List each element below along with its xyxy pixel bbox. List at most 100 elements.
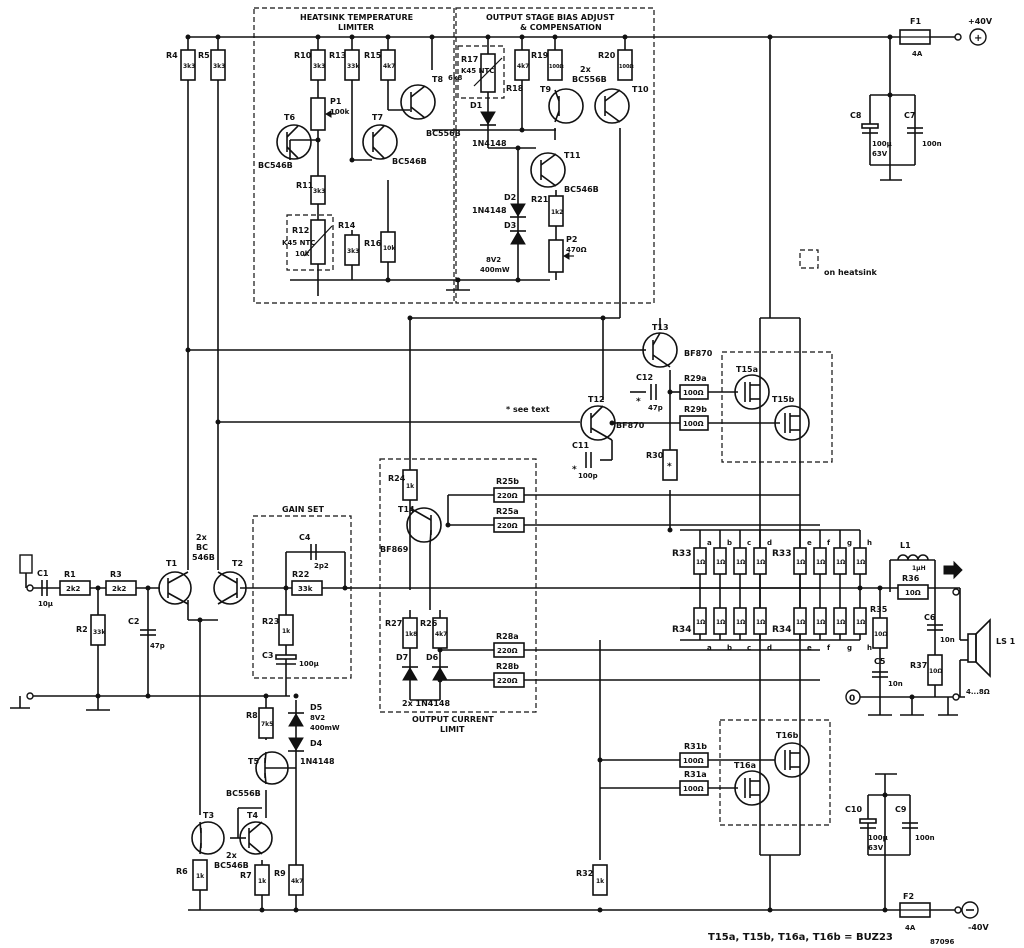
resistor-r24: R24 1k	[388, 469, 418, 501]
svg-text:R31b: R31b	[684, 742, 707, 751]
transistor-t2: T2	[213, 559, 247, 605]
svg-text:63V: 63V	[872, 150, 888, 158]
svg-text:R29b: R29b	[684, 405, 707, 414]
svg-text:T7: T7	[372, 113, 383, 122]
svg-text:P2: P2	[566, 235, 577, 244]
resistor-r3: R3 2k2	[105, 570, 137, 596]
svg-text:4k7: 4k7	[517, 63, 529, 70]
svg-text:T14: T14	[398, 505, 415, 514]
svg-text:1Ω: 1Ω	[796, 619, 805, 626]
svg-text:2x: 2x	[196, 533, 208, 542]
transistor-t3-t4-type: 2x BC546B	[214, 851, 249, 870]
diode-d4: D4 1N4148	[288, 737, 335, 766]
terminal-zero: 0	[845, 689, 861, 705]
resistor-r25a: R25a 220Ω	[493, 507, 525, 533]
svg-text:R24: R24	[388, 474, 406, 483]
svg-text:1µH: 1µH	[912, 565, 926, 572]
svg-text:R9: R9	[274, 869, 286, 878]
resistor-r13: R13 33k	[329, 49, 360, 81]
svg-text:R21: R21	[531, 195, 549, 204]
svg-text:R7: R7	[240, 871, 252, 880]
svg-text:1Ω: 1Ω	[736, 559, 745, 566]
svg-text:8V2: 8V2	[310, 714, 325, 722]
svg-text:R37: R37	[910, 661, 927, 670]
svg-text:T10: T10	[632, 85, 649, 94]
svg-text:R16: R16	[364, 239, 382, 248]
bank-r33-g: 1Ωg	[833, 530, 852, 588]
svg-text:BF869: BF869	[380, 545, 409, 554]
resistor-r32: R32 1k	[576, 864, 608, 896]
svg-text:1Ω: 1Ω	[756, 619, 765, 626]
svg-text:2p2: 2p2	[314, 562, 329, 570]
svg-text:e: e	[807, 539, 812, 547]
transistor-t8: T8 BC556B	[400, 75, 461, 138]
mosfet-t15b: T15b	[772, 395, 810, 441]
svg-text:C4: C4	[299, 533, 311, 542]
svg-text:d: d	[767, 644, 772, 652]
resistor-r26: R26 4k7	[420, 617, 448, 649]
svg-text:f: f	[827, 644, 831, 652]
svg-text:1k2: 1k2	[551, 209, 563, 216]
transistor-t5: T5 BC556B	[226, 751, 296, 798]
resistor-r2: R2 33k	[76, 614, 106, 646]
svg-text:33k: 33k	[298, 585, 313, 593]
svg-text:10k: 10k	[295, 250, 310, 258]
on-heatsink-label: on heatsink	[824, 268, 878, 277]
svg-text:P1: P1	[330, 97, 342, 106]
svg-text:D4: D4	[310, 739, 323, 748]
transistor-t1-t2-type: 2x BC 546B	[192, 533, 215, 562]
svg-text:47p: 47p	[150, 642, 165, 650]
resistor-r10: R10 3k3	[294, 49, 326, 81]
current-limit-title-2: LIMIT	[440, 725, 465, 734]
svg-text:4A: 4A	[912, 50, 923, 58]
transistor-t4: T4	[239, 811, 273, 855]
ground-symbols	[10, 179, 958, 780]
resistor-r31b: R31b 100Ω	[679, 742, 709, 768]
ntc-r17: R17 K45 NTC 6k8	[448, 53, 503, 93]
svg-text:R15: R15	[364, 51, 382, 60]
svg-text:C10: C10	[845, 805, 862, 814]
svg-text:1k: 1k	[196, 873, 205, 880]
svg-text:*: *	[572, 465, 577, 475]
svg-text:33k: 33k	[347, 63, 360, 70]
resistor-r6: R6 1k	[176, 859, 208, 891]
capacitor-c5: C5 10n	[872, 657, 903, 688]
ntc-r12: R12 K45 NTC 10k	[282, 219, 333, 265]
svg-text:6k8: 6k8	[448, 74, 463, 82]
svg-text:10Ω: 10Ω	[874, 631, 887, 638]
svg-text:C1: C1	[37, 569, 49, 578]
gain-set-title: GAIN SET	[282, 505, 324, 514]
svg-text:F1: F1	[910, 17, 921, 26]
svg-text:R14: R14	[338, 221, 356, 230]
svg-text:400mW: 400mW	[310, 724, 340, 732]
drawing-number: 87096	[930, 938, 954, 946]
svg-text:100µ: 100µ	[872, 140, 892, 148]
svg-text:R19: R19	[531, 51, 549, 60]
svg-text:R4: R4	[166, 51, 178, 60]
bank-label-r33-right: R33	[772, 549, 791, 559]
resistor-r27: R27 1k8	[385, 617, 418, 649]
fuse-f2: F2 4A	[899, 892, 931, 932]
svg-text:T9: T9	[540, 85, 551, 94]
svg-text:c: c	[747, 539, 751, 547]
svg-text:D2: D2	[504, 193, 516, 202]
svg-text:R23: R23	[262, 617, 279, 626]
svg-text:BF870: BF870	[684, 349, 713, 358]
svg-text:L1: L1	[900, 541, 911, 550]
svg-text:10µ: 10µ	[38, 600, 53, 608]
svg-text:7k5: 7k5	[261, 721, 273, 728]
svg-text:10Ω: 10Ω	[929, 668, 942, 675]
capacitor-c6: C6 10n	[924, 613, 955, 644]
svg-text:T15b: T15b	[772, 395, 795, 404]
transistor-t12: T12 BF870	[580, 395, 645, 441]
svg-text:1Ω: 1Ω	[716, 559, 725, 566]
svg-text:R26: R26	[420, 619, 438, 628]
svg-text:C9: C9	[895, 805, 907, 814]
svg-text:1k: 1k	[596, 878, 605, 885]
svg-text:BC556B: BC556B	[572, 75, 607, 84]
svg-text:2k2: 2k2	[112, 585, 127, 593]
transistor-t11: T11 BC546B	[530, 151, 599, 194]
capacitor-c1: C1 10µ	[37, 569, 53, 608]
svg-text:10n: 10n	[940, 636, 955, 644]
